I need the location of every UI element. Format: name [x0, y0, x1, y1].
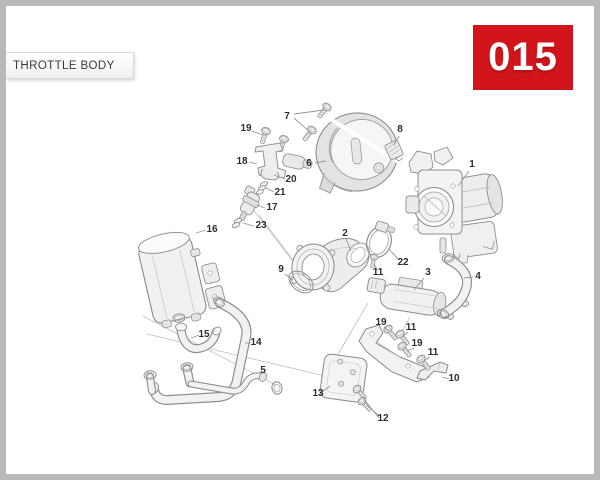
part-canister: [138, 231, 207, 329]
callout-9: 9: [278, 264, 284, 275]
leader-line: [406, 347, 415, 352]
callout-15: 15: [198, 329, 210, 340]
leader-line: [314, 160, 327, 164]
leader-lines: [190, 109, 474, 419]
align-line: [333, 302, 369, 362]
callout-3: 3: [425, 267, 431, 278]
callout-17: 17: [266, 202, 278, 213]
leader-line: [457, 170, 470, 187]
page-number: 015: [488, 35, 558, 79]
leader-line: [441, 376, 450, 380]
leader-line: [242, 222, 255, 227]
leader-line: [423, 356, 431, 362]
leader-line: [413, 277, 425, 291]
leader-line: [345, 238, 352, 252]
callout-16: 16: [206, 224, 218, 235]
part-bracket-10: [416, 361, 449, 381]
callout-10: 10: [448, 373, 460, 384]
leader-line: [273, 174, 286, 180]
part-cover: [315, 112, 399, 194]
callout-7: 7: [284, 111, 290, 122]
screw-7: [299, 124, 319, 144]
leader-line: [373, 263, 378, 271]
part-pipe-5: [187, 372, 283, 395]
leader-line: [284, 273, 294, 281]
callout-8: 8: [397, 124, 403, 135]
part-intake-sleeve: [289, 237, 370, 293]
callout-23: 23: [255, 220, 267, 231]
leader-line: [393, 135, 400, 146]
canister-bracket: [201, 262, 220, 285]
cover-highlight: [314, 108, 417, 174]
callout-4: 4: [475, 271, 481, 282]
callout-11: 11: [373, 267, 384, 278]
leader-line: [401, 331, 409, 338]
callout-2: 2: [342, 228, 348, 239]
part-hose-15: [172, 312, 222, 354]
leader-line: [293, 117, 312, 134]
callout-11: 11: [428, 347, 439, 358]
part-throttle-body: [405, 146, 503, 264]
callout-19: 19: [411, 338, 423, 349]
part-clip-8: [384, 140, 404, 162]
callout-14: 14: [250, 337, 262, 348]
pipe-nut: [271, 381, 283, 395]
callout-11: 11: [406, 322, 417, 333]
leader-line: [251, 130, 264, 136]
page-number-badge: 015: [473, 25, 573, 90]
part-oring-21: [256, 181, 269, 195]
callout-5: 5: [260, 365, 266, 376]
leader-line: [190, 334, 200, 339]
part-injector-holder: [254, 125, 313, 181]
part-oring-9: [288, 270, 314, 294]
callout-20: 20: [285, 174, 297, 185]
section-title: THROTTLE BODY: [13, 59, 115, 72]
callout-1: 1: [469, 159, 475, 170]
leader-line: [195, 229, 207, 234]
leader-line: [248, 161, 258, 165]
callout-21: 21: [274, 187, 286, 198]
leader-line: [388, 248, 400, 261]
leader-line: [293, 109, 325, 115]
callout-19: 19: [240, 123, 252, 134]
callout-19: 19: [375, 317, 387, 328]
part-hose-4: [435, 251, 472, 321]
callout-12: 12: [377, 413, 389, 424]
section-title-box: THROTTLE BODY: [6, 52, 134, 79]
part-injector: [239, 185, 260, 221]
align-line: [251, 207, 299, 269]
leader-line: [256, 204, 266, 209]
leader-line: [383, 326, 390, 332]
callout-13: 13: [312, 388, 324, 399]
part-oring-23: [231, 217, 243, 229]
diagram-parts: [138, 101, 503, 414]
callout-6: 6: [306, 158, 312, 169]
callout-22: 22: [397, 257, 409, 268]
callout-18: 18: [236, 156, 248, 167]
leader-line: [463, 276, 474, 279]
leader-line: [362, 397, 380, 419]
leader-line: [265, 187, 275, 193]
leader-line: [321, 385, 331, 393]
